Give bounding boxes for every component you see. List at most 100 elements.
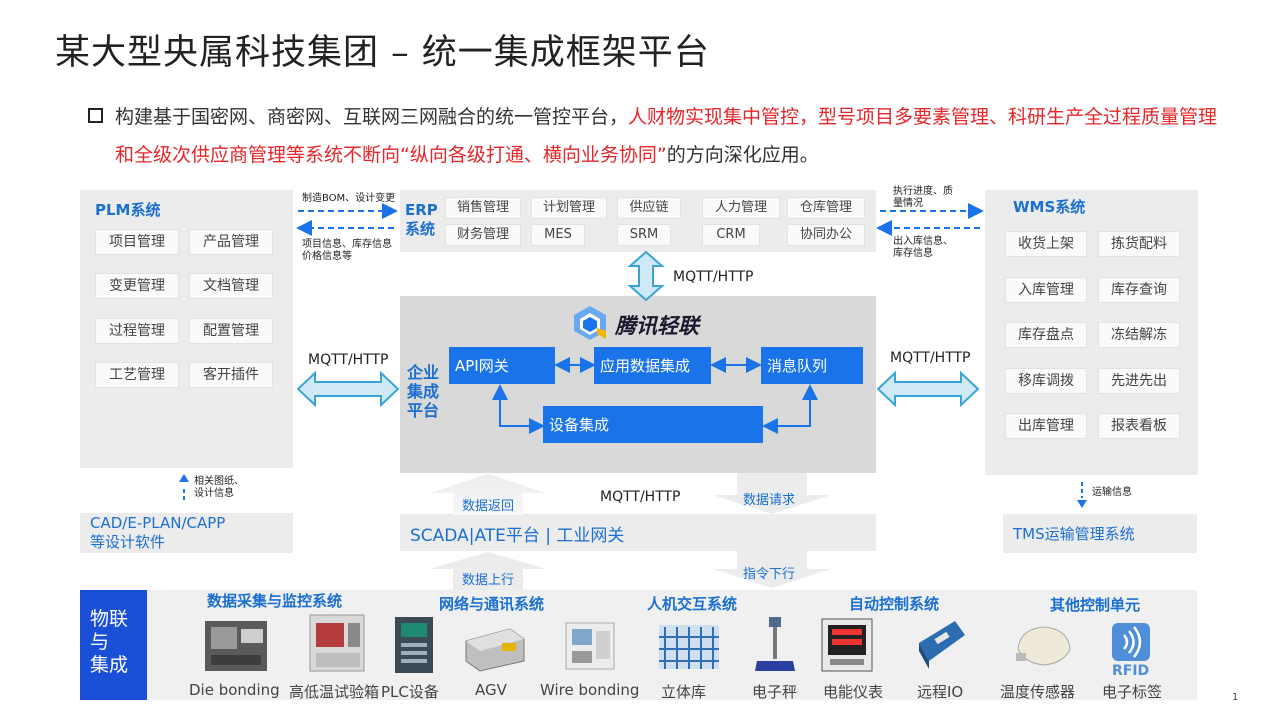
wms-item[interactable]: 出库管理 <box>1005 413 1087 439</box>
tms-title: TMS运输管理系统 <box>1013 525 1135 543</box>
tms-down-arrow-icon <box>1077 482 1087 508</box>
bullet-text-part3: 的方向深化应用。 <box>666 144 819 166</box>
wms-item[interactable]: 报表看板 <box>1098 413 1180 439</box>
plm-erp-bottom-label: 项目信息、库存信息 价格信息等 <box>302 239 392 263</box>
cad-arrow-label: 相关图纸、 设计信息 <box>194 476 244 500</box>
agv-icon <box>465 628 525 672</box>
scada-title: SCADA|ATE平台 | 工业网关 <box>410 526 625 546</box>
device-label: 电能仪表 <box>823 683 884 701</box>
temperature-sensor-icon <box>1016 626 1071 666</box>
page-number: 1 <box>1232 692 1239 703</box>
tencent-qinglian-logo-icon <box>574 306 606 340</box>
erp-wms-top-label: 执行进度、质 量情况 <box>893 186 953 210</box>
plm-item[interactable]: 工艺管理 <box>95 362 179 388</box>
api-gateway-box[interactable]: API网关 <box>449 347 555 384</box>
wms-center-protocol: MQTT/HTTP <box>890 350 971 366</box>
data-request-down-arrow-icon <box>713 473 831 514</box>
iot-category: 其他控制单元 <box>1050 596 1141 614</box>
erp-item[interactable]: 财务管理 <box>445 224 521 246</box>
wms-item[interactable]: 收货上架 <box>1005 231 1087 257</box>
rfid-text: RFID <box>1112 663 1150 679</box>
plm-item[interactable]: 客开插件 <box>189 362 273 388</box>
bullet-text-part1: 构建基于国密网、商密网、互联网三网融合的统一管控平台， <box>115 106 629 128</box>
erp-item[interactable]: SRM <box>617 224 671 246</box>
erp-item[interactable]: 仓库管理 <box>787 197 865 219</box>
integration-label: 企业 集成 平台 <box>407 363 439 420</box>
cad-text-line1: CAD/E-PLAN/CAPP <box>90 514 226 532</box>
bullet-text: 构建基于国密网、商密网、互联网三网融合的统一管控平台，人财物实现集中管控，型号项… <box>115 98 1235 174</box>
brand-name: 腾讯轻联 <box>615 314 699 338</box>
integration-label-line2: 集成 <box>407 382 440 401</box>
iot-label-line1: 物联 <box>90 608 129 630</box>
plm-item[interactable]: 过程管理 <box>95 318 179 344</box>
iot-category: 网络与通讯系统 <box>439 595 545 613</box>
cad-text: CAD/E-PLAN/CAPP 等设计软件 <box>90 514 225 552</box>
device-label: PLC设备 <box>381 683 439 701</box>
erp-wms-top-line2: 量情况 <box>893 198 923 209</box>
plm-item[interactable]: 产品管理 <box>189 229 273 255</box>
iot-label-line3: 集成 <box>90 654 129 676</box>
plm-item[interactable]: 配置管理 <box>189 318 273 344</box>
iot-category: 自动控制系统 <box>849 595 940 613</box>
plm-item[interactable]: 项目管理 <box>95 229 179 255</box>
data-return-label: 数据返回 <box>462 499 515 514</box>
erp-title: ERP 系统 <box>405 201 438 239</box>
erp-wms-bottom-label: 出入库信息、 库存信息 <box>893 236 953 260</box>
plm-center-double-arrow-icon <box>297 371 399 407</box>
integration-label-line3: 平台 <box>407 401 440 420</box>
erp-title-line2: 系统 <box>405 220 436 238</box>
plm-title: PLM系统 <box>95 201 161 219</box>
device-label: 电子标签 <box>1102 683 1163 701</box>
device-label: Wire bonding <box>540 681 640 699</box>
wms-item[interactable]: 先进先出 <box>1098 368 1180 394</box>
device-label: 立体库 <box>661 683 707 701</box>
die-bonding-machine-icon <box>205 621 267 671</box>
plm-item[interactable]: 文档管理 <box>189 273 273 299</box>
data-up-label: 数据上行 <box>462 573 515 588</box>
erp-wms-bottom-line1: 出入库信息、 <box>893 236 953 247</box>
erp-wms-bottom-line2: 库存信息 <box>893 248 933 259</box>
data-return-up-arrow-icon <box>429 474 547 515</box>
wms-item[interactable]: 移库调拨 <box>1005 368 1087 394</box>
iot-label-line2: 与 <box>90 631 110 653</box>
erp-item[interactable]: 人力管理 <box>702 197 780 219</box>
erp-item[interactable]: 协同办公 <box>787 224 865 246</box>
integration-connectors <box>492 357 818 434</box>
device-label: Die bonding <box>189 681 280 699</box>
plm-item[interactable]: 变更管理 <box>95 273 179 299</box>
device-label: 高低温试验箱 <box>289 683 380 701</box>
cad-text-line2: 等设计软件 <box>90 533 166 551</box>
erp-item[interactable]: 计划管理 <box>531 197 607 219</box>
erp-wms-top-line1: 执行进度、质 <box>893 186 953 197</box>
wms-item[interactable]: 库存查询 <box>1098 277 1180 303</box>
erp-item[interactable]: 供应链 <box>617 197 681 219</box>
device-label: 温度传感器 <box>1000 683 1076 701</box>
device-label: 电子秤 <box>752 683 798 701</box>
scada-panel <box>400 514 876 551</box>
iot-label-box: 物联 与 集成 <box>80 590 147 700</box>
page-title: 某大型央属科技集团 – 统一集成框架平台 <box>55 33 710 73</box>
wms-item[interactable]: 库存盘点 <box>1005 322 1087 348</box>
device-label: 远程IO <box>917 683 964 701</box>
app-data-integration-box[interactable]: 应用数据集成 <box>594 347 711 384</box>
power-meter-icon <box>821 618 873 672</box>
iot-category: 数据采集与监控系统 <box>207 592 343 610</box>
device-integration-box[interactable]: 设备集成 <box>543 406 763 443</box>
electronic-scale-icon <box>755 617 795 671</box>
erp-item[interactable]: CRM <box>702 224 760 246</box>
wms-item[interactable]: 入库管理 <box>1005 277 1087 303</box>
plc-device-icon <box>395 617 433 673</box>
integration-label-line1: 企业 <box>407 363 440 382</box>
erp-item[interactable]: 销售管理 <box>445 197 521 219</box>
wms-title: WMS系统 <box>1013 198 1086 216</box>
wms-item[interactable]: 拣货配料 <box>1098 231 1180 257</box>
automated-warehouse-icon <box>659 625 719 669</box>
plm-center-protocol: MQTT/HTTP <box>308 352 389 368</box>
message-queue-box[interactable]: 消息队列 <box>761 347 863 384</box>
erp-item[interactable]: MES <box>531 224 585 246</box>
command-down-arrow-icon <box>713 551 831 588</box>
cad-arrow-label-line1: 相关图纸、 <box>194 476 244 487</box>
cad-up-arrow-icon <box>179 474 189 500</box>
wms-item[interactable]: 冻结解冻 <box>1098 322 1180 348</box>
rfid-tag-icon <box>1112 623 1150 661</box>
